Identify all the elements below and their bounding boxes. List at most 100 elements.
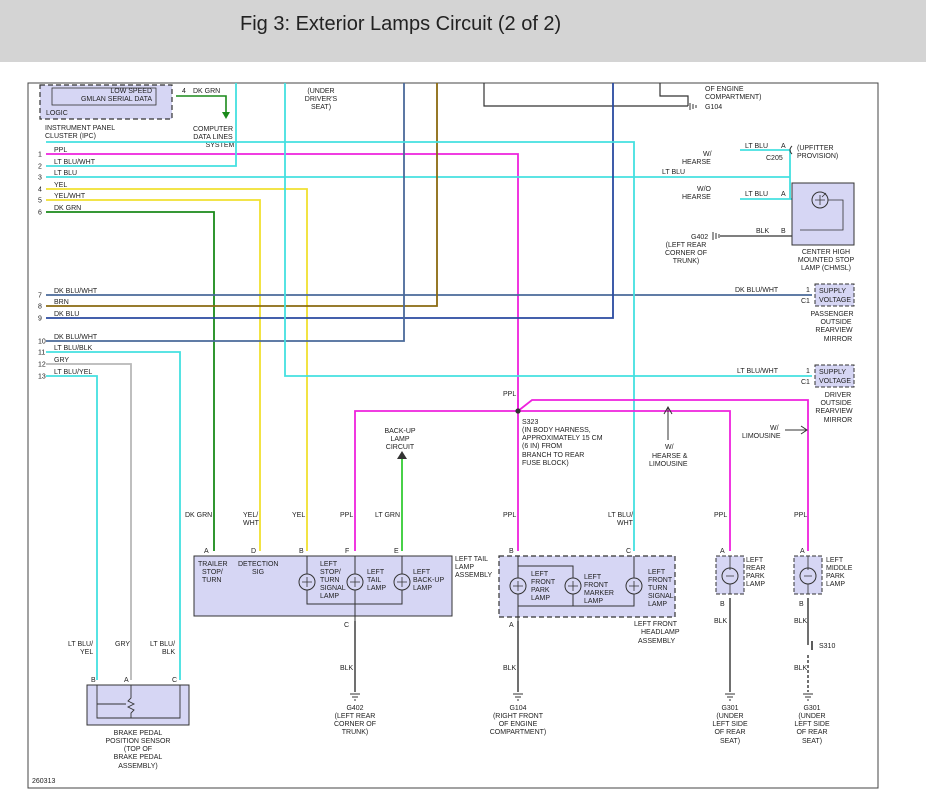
ipc-pin-4: 4 [182, 88, 186, 95]
chmsl-wire-blk: BLK [756, 228, 770, 235]
chmsl-ground-3: TRUNK) [673, 258, 699, 265]
headlamp-ground-1: (RIGHT FRONT [493, 713, 544, 720]
drv-mirror-conn: C1 [801, 379, 810, 386]
backup-label-1: BACK-UP [384, 428, 415, 435]
g104-top-label: G104 [705, 104, 722, 111]
brake-wire-c-1: LT BLU/ [150, 641, 175, 648]
ground-symbol-g402-top [712, 232, 720, 240]
chmsl-inner-loop [800, 199, 844, 231]
tail-wire-ppl: PPL [340, 512, 353, 519]
wo-hearse-2: HEARSE [682, 194, 711, 201]
wire-ltbluwht-2 [46, 83, 237, 167]
middle-park-ground-3: OF REAR [796, 729, 827, 736]
tail-wire-yelwht-2: WHT [243, 520, 260, 527]
ipc-pin-number: 8 [38, 304, 42, 311]
headlamp-asm-2: HEADLAMP [641, 629, 680, 636]
figure-title: Fig 3: Exterior Lamps Circuit (2 of 2) [240, 13, 562, 35]
hearse-limo-arrow [663, 405, 673, 440]
ipc-pin-wire-label: LT BLU [54, 170, 77, 177]
diagram-frame [27, 82, 879, 789]
pass-mirror-wire: DK BLU/WHT [735, 287, 779, 294]
headlamp-asm-3: ASSEMBLY [638, 638, 676, 645]
wire-splice-right [517, 399, 809, 551]
chmsl-ground-2: CORNER OF [665, 250, 707, 257]
chmsl-wire-in: LT BLU [745, 191, 768, 198]
front-marker-1: LEFT [584, 574, 602, 581]
chmsl-ground: G402 [691, 234, 708, 241]
tail-asm-3: ASSEMBLY [455, 572, 493, 579]
tail-ground-2: CORNER OF [334, 721, 376, 728]
wire-dkblu-9 [46, 83, 614, 319]
ipc-pin-number: 2 [38, 164, 42, 171]
ipc-pin-wire-label: PPL [54, 147, 67, 154]
ipc-pin-number: 13 [38, 374, 46, 381]
under-seat-2: DRIVER'S [305, 96, 338, 103]
ipc-pin-wire-label: YEL/WHT [54, 193, 86, 200]
ipc-pin-wire-label: DK BLU [54, 311, 79, 318]
front-turn-3: TURN [648, 585, 667, 592]
wire-g104-top [659, 83, 689, 106]
header-bar: Fig 3: Exterior Lamps Circuit (2 of 2) [0, 0, 926, 62]
tail-asm-1: LEFT TAIL [455, 556, 488, 563]
brake-label-5: ASSEMBLY) [118, 763, 158, 770]
rear-park-blk: BLK [714, 618, 728, 625]
splice-text-6: FUSE BLOCK) [522, 460, 569, 467]
headlamp-blk: BLK [503, 665, 517, 672]
under-seat-1: (UNDER [307, 88, 334, 95]
chmsl-pin-b: B [781, 228, 786, 235]
headlamp-pin-a: A [509, 622, 514, 629]
brake-sensor-box [86, 684, 190, 726]
data-lines-label-1: COMPUTER [193, 126, 233, 133]
rear-park-4: LAMP [746, 581, 765, 588]
gmlan-block [39, 84, 173, 120]
middle-park-ground-1: (UNDER [798, 713, 825, 720]
arrow-gmlan [222, 112, 230, 119]
drv-mirror-label-3: REARVIEW [815, 408, 853, 415]
tail-trailer-3: TURN [202, 577, 221, 584]
pass-mirror-label-4: MIRROR [824, 336, 852, 343]
tail-led-marks [302, 577, 407, 587]
wire-ppl-1 [46, 153, 519, 411]
rear-park-bulb-mark [726, 556, 734, 594]
ipc-label-1: INSTRUMENT PANEL [45, 125, 115, 132]
rear-park-ground-1: (UNDER [716, 713, 743, 720]
middle-park-wire: PPL [794, 512, 807, 519]
instrument-panel-cluster: LOW SPEED GMLAN SERIAL DATA LOGIC INSTRU… [39, 84, 220, 140]
middle-park-ground: G301 [803, 705, 820, 712]
middle-park-blk-2: BLK [794, 665, 808, 672]
headlamp-pin-c: C [626, 548, 631, 555]
headlamp-asm-1: LEFT FRONT [634, 621, 678, 628]
brake-label-1: BRAKE PEDAL [114, 730, 163, 737]
front-park-1: LEFT [531, 571, 549, 578]
drv-mirror-wire: LT BLU/WHT [737, 368, 779, 375]
rear-park-wire: PPL [714, 512, 727, 519]
upfitter-connector-symbol [789, 145, 793, 155]
tail-internal-bus [306, 556, 403, 621]
ipc-pin-number: 12 [38, 362, 46, 369]
data-lines-label-3: SYSTEM [206, 142, 235, 149]
pass-mirror-pin: 1 [806, 287, 810, 294]
splice-dot [515, 408, 521, 414]
tail-wire-ltgrn: LT GRN [375, 512, 400, 519]
drv-mirror-supply-2: VOLTAGE [819, 378, 851, 385]
middle-park-pin-b: B [799, 601, 804, 608]
drv-mirror-label-1: DRIVER [825, 392, 851, 399]
middle-park-blk: BLK [794, 618, 808, 625]
splice-text-2: (IN BODY HARNESS, [522, 427, 591, 434]
ltblu-main-label: LT BLU [662, 169, 685, 176]
tail-wire-yel: YEL [292, 512, 305, 519]
stop-lamp-1: LEFT [320, 561, 338, 568]
brake-pin-a: A [124, 677, 129, 684]
drv-mirror-box [814, 364, 855, 388]
headlamp-wire-ltbluwht-1: LT BLU/ [608, 512, 633, 519]
ipc-pin-number: 11 [38, 350, 45, 357]
brake-label-3: (TOP OF [124, 746, 152, 753]
ipc-label-2: CLUSTER (IPC) [45, 133, 96, 140]
limo-arrow [785, 425, 808, 435]
rear-park-ground-3: OF REAR [714, 729, 745, 736]
middle-park-pin-a: A [800, 548, 805, 555]
ipc-pin4-wire: DK GRN [193, 88, 220, 95]
ipc-logic-label: LOGIC [46, 110, 68, 117]
chmsl-label-1: CENTER HIGH [802, 249, 850, 256]
